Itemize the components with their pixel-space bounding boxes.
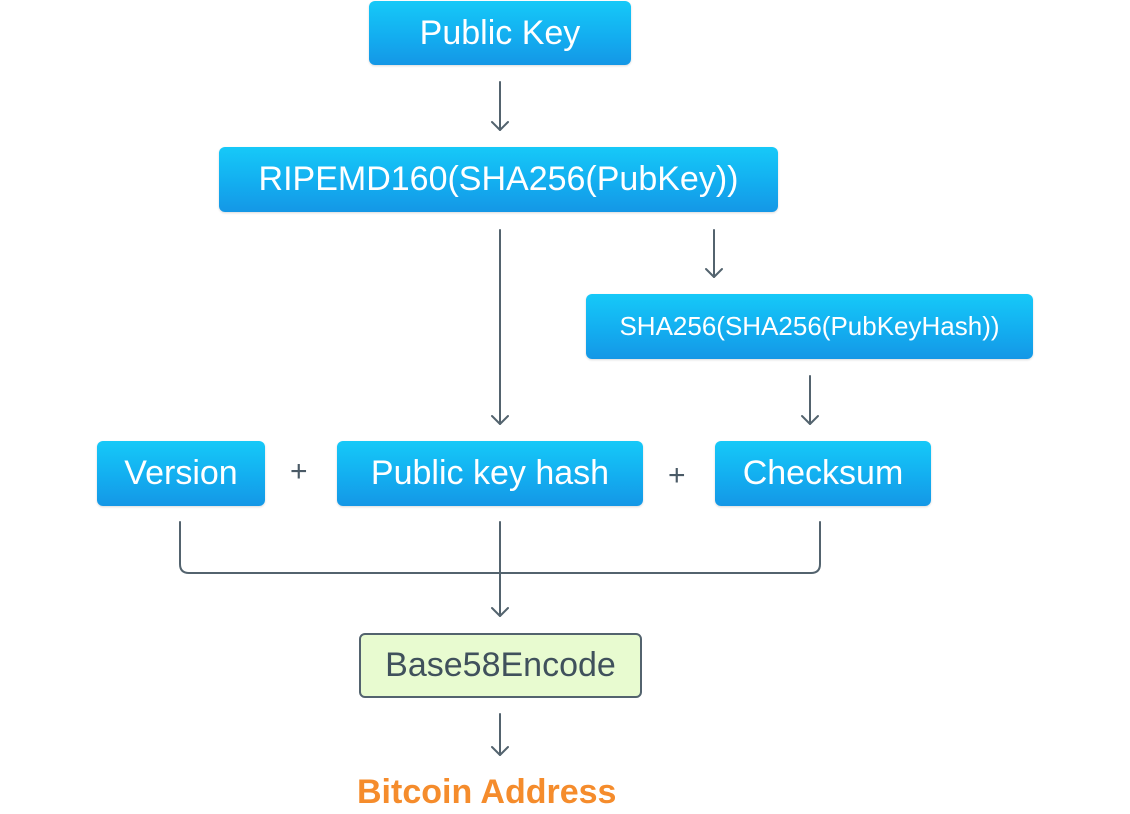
base58-label: Base58Encode — [385, 646, 616, 684]
arrow-merge-to-base58 — [491, 521, 509, 617]
base58-box: Base58Encode — [359, 633, 642, 698]
double-sha-box: SHA256(SHA256(PubKeyHash)) — [586, 294, 1033, 359]
version-box: Version — [97, 441, 265, 506]
plus-operator-1: + — [290, 455, 308, 488]
plus-operator-2: + — [668, 459, 686, 492]
arrow-base58-to-address — [491, 713, 509, 756]
arrow-pubkey-to-ripemd — [491, 81, 509, 131]
ripemd-label: RIPEMD160(SHA256(PubKey)) — [258, 160, 739, 198]
public-key-box: Public Key — [369, 1, 631, 65]
pubkey-hash-box: Public key hash — [337, 441, 643, 506]
checksum-label: Checksum — [742, 454, 904, 492]
arrow-double-sha-to-checksum — [801, 375, 819, 425]
version-label: Version — [124, 454, 238, 492]
pubkey-hash-label: Public key hash — [370, 454, 610, 492]
ripemd-box: RIPEMD160(SHA256(PubKey)) — [219, 147, 778, 212]
double-sha-label: SHA256(SHA256(PubKeyHash)) — [619, 311, 1000, 341]
public-key-label: Public Key — [419, 13, 581, 52]
checksum-box: Checksum — [715, 441, 931, 506]
bitcoin-address-label: Bitcoin Address — [357, 773, 617, 811]
arrow-ripemd-to-pubkey-hash — [491, 229, 509, 425]
arrow-ripemd-to-double-sha — [705, 229, 723, 278]
